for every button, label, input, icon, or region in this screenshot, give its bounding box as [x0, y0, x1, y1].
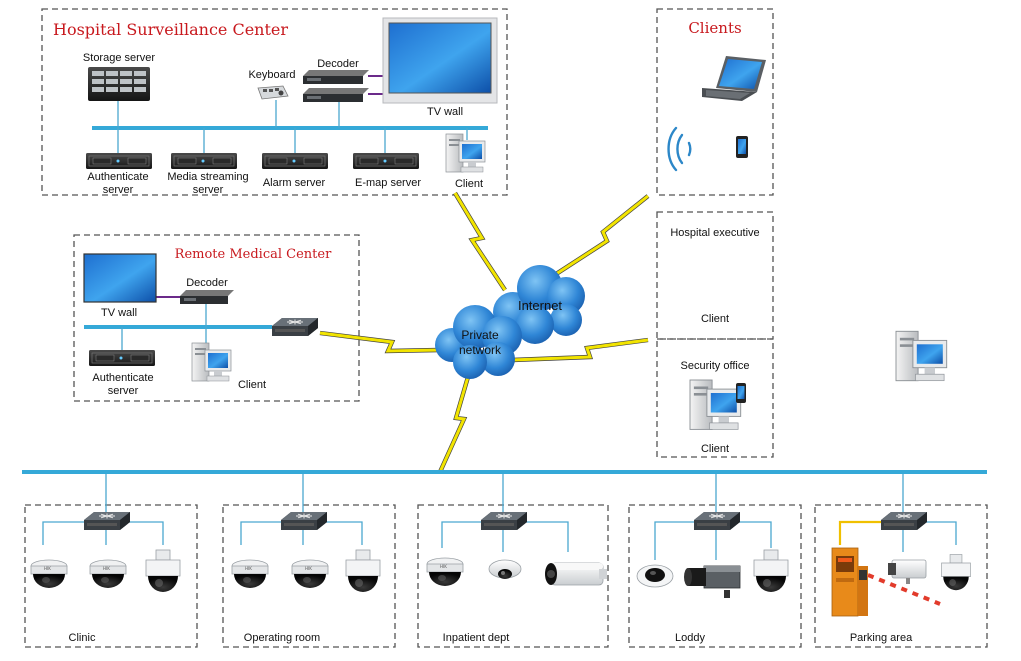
security-office-box — [656, 338, 774, 458]
hospital-center-title: Hospital Surveillance Center — [53, 20, 288, 39]
laptop-icon — [702, 56, 766, 101]
bullet-camera-icon — [544, 562, 608, 586]
security-office-pc-icon — [689, 379, 742, 431]
remote-client-pc-icon — [191, 342, 232, 382]
remote-decoder-icon — [180, 290, 234, 304]
media-streaming-server-icon — [170, 152, 238, 170]
keyboard-label: Keyboard — [248, 69, 295, 81]
tv-wall-icon — [382, 17, 498, 104]
remote-authenticate-server-label-1: Authenticate — [92, 372, 153, 384]
zone-loddy: Loddy — [636, 474, 789, 644]
zone-clinic: Clinic — [30, 474, 181, 644]
speed-dome-camera-icon — [941, 554, 971, 591]
remote-center-title: Remote Medical Center — [175, 247, 332, 262]
switch-icon — [83, 511, 131, 531]
client-pc-icon — [445, 133, 486, 173]
dome-camera-icon — [30, 559, 68, 589]
media-streaming-server-label-1: Media streaming — [167, 171, 248, 183]
clients-title: Clients — [688, 19, 741, 37]
keyboard-icon — [257, 85, 289, 100]
media-streaming-server-label-2: server — [193, 184, 224, 196]
clients-box — [656, 8, 774, 196]
zone-parking-area: Parking area — [831, 474, 971, 644]
remote-decoder-label: Decoder — [186, 277, 228, 289]
client-label: Client — [455, 178, 483, 190]
internet-cloud — [493, 265, 585, 344]
internet-label: Internet — [518, 298, 562, 313]
remote-tv-wall-icon — [83, 253, 157, 303]
fisheye-camera-icon — [636, 564, 674, 588]
hospital-executive-pc-icon — [895, 330, 948, 382]
hospital-center-box — [41, 8, 508, 196]
switch-icon — [480, 511, 528, 531]
security-office-phone-icon — [736, 383, 746, 403]
zone-inpatient-dept: Inpatient dept — [426, 474, 608, 644]
speed-dome-camera-icon — [145, 549, 181, 593]
tv-wall-label: TV wall — [427, 106, 463, 118]
decoder-label: Decoder — [317, 58, 359, 70]
emap-server-icon — [352, 152, 420, 170]
zone-label: Operating room — [244, 632, 320, 644]
zone-box-clinic — [24, 504, 198, 648]
zone-box-parking-area — [814, 504, 988, 648]
alarm-server-label: Alarm server — [263, 177, 326, 189]
remote-client-label: Client — [238, 379, 266, 391]
zone-label: Loddy — [675, 632, 705, 644]
smartphone-icon — [736, 136, 748, 158]
barrier-gate-icon — [831, 547, 941, 617]
remote-authenticate-server-label-2: server — [108, 385, 139, 397]
zone-box-inpatient-dept — [417, 504, 609, 648]
security-office-label: Security office — [681, 360, 750, 372]
zone-label: Inpatient dept — [443, 632, 510, 644]
anpr-camera-icon — [888, 559, 927, 584]
security-office-client-label: Client — [701, 443, 729, 455]
emap-server-label: E-map server — [355, 177, 421, 189]
remote-authenticate-server-icon — [88, 349, 156, 367]
storage-server-label: Storage server — [83, 52, 155, 64]
hospital-executive-client-label: Client — [701, 313, 729, 325]
wifi-icon — [667, 126, 692, 172]
zone-box-loddy — [628, 504, 802, 648]
zone-operating-room: Operating room — [231, 474, 381, 644]
mini-dome-camera-icon — [488, 559, 522, 580]
authenticate-server-icon — [85, 152, 153, 170]
dome-camera-icon — [426, 557, 464, 587]
speed-dome-camera-icon — [753, 549, 789, 593]
remote-switch-icon — [271, 317, 319, 337]
wireless-links — [319, 191, 650, 473]
storage-server-icon — [88, 67, 150, 101]
speed-dome-camera-icon — [345, 549, 381, 593]
private-network-label-1: Private — [461, 328, 499, 342]
switch-icon — [280, 511, 328, 531]
box-camera-icon — [683, 565, 741, 599]
hospital-executive-label: Hospital executive — [670, 227, 759, 239]
private-network-label-2: network — [459, 343, 502, 357]
hospital-executive-box — [656, 211, 774, 340]
dome-camera-icon — [89, 559, 127, 589]
switch-icon — [693, 511, 741, 531]
zone-box-operating-room — [222, 504, 396, 648]
alarm-server-icon — [261, 152, 329, 170]
zone-label: Clinic — [69, 632, 96, 644]
remote-tv-wall-label: TV wall — [101, 307, 137, 319]
zone-label: Parking area — [850, 632, 913, 644]
decoder-icon — [303, 70, 369, 102]
switch-icon — [880, 511, 928, 531]
authenticate-server-label-1: Authenticate — [87, 171, 148, 183]
dome-camera-icon — [231, 559, 269, 589]
private-network-cloud — [435, 305, 522, 379]
remote-center-box — [73, 234, 360, 402]
authenticate-server-label-2: server — [103, 184, 134, 196]
dome-camera-icon — [291, 559, 329, 589]
